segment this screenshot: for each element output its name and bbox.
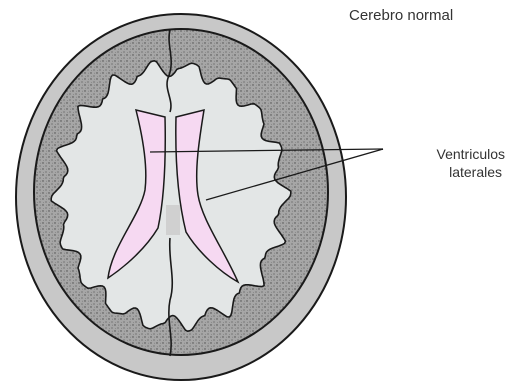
diagram-title: Cerebro normal xyxy=(349,7,453,24)
septum xyxy=(166,205,180,235)
ventricles-label-line2: laterales xyxy=(449,164,502,181)
ventricles-label-line1: Ventriculos xyxy=(437,146,505,163)
